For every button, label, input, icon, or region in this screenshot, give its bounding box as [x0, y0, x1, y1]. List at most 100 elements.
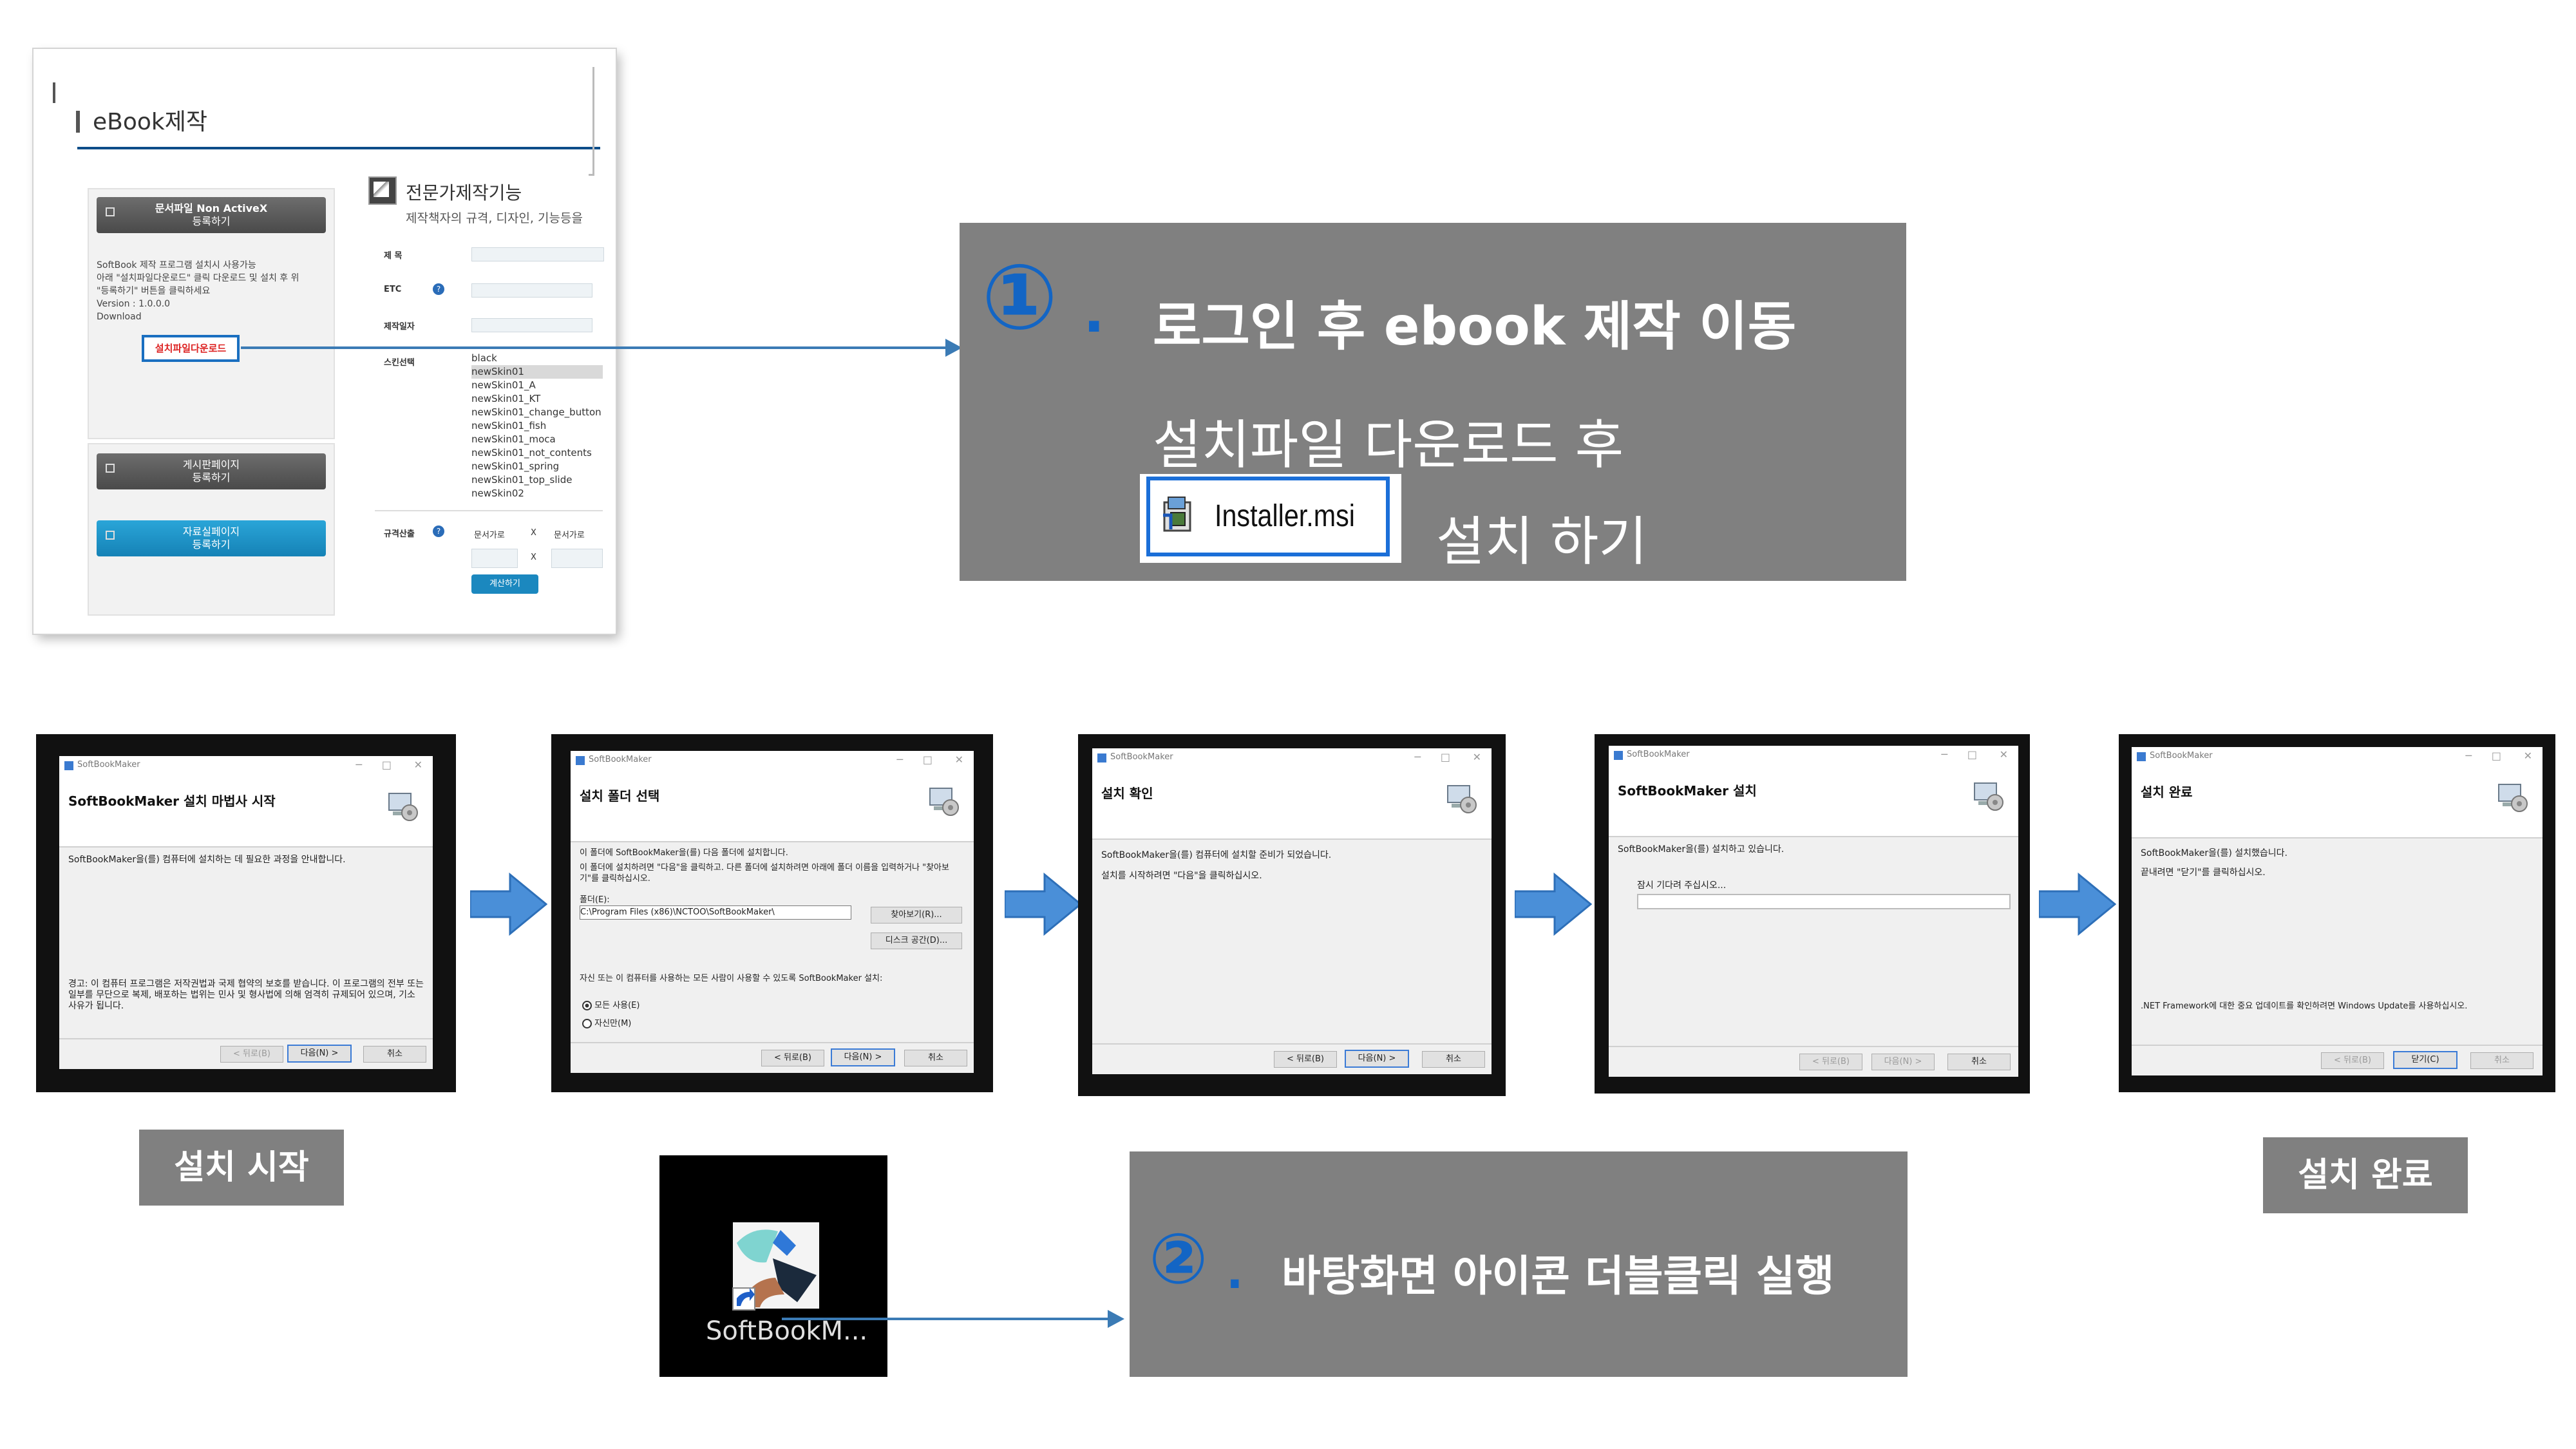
- back-button[interactable]: < 뒤로(B): [1799, 1054, 1862, 1070]
- back-button[interactable]: < 뒤로(B): [220, 1046, 283, 1063]
- app-icon: [1614, 751, 1623, 760]
- minimize-icon[interactable]: ─: [2465, 750, 2472, 762]
- body-text: 설치를 시작하려면 "다음"을 클릭하십시오.: [1101, 871, 1262, 881]
- close-icon[interactable]: ✕: [954, 753, 963, 766]
- close-icon[interactable]: ✕: [1999, 748, 2008, 761]
- skin-option[interactable]: newSkin01_top_slide: [471, 474, 573, 486]
- cancel-button[interactable]: 취소: [904, 1050, 967, 1066]
- times-sign: X: [531, 553, 536, 562]
- window-titlebar: SoftBookMaker ─ □ ✕: [2132, 747, 2543, 766]
- skin-option[interactable]: newSkin01_not_contents: [471, 447, 592, 459]
- calculate-button[interactable]: 계산하기: [471, 574, 538, 594]
- skin-option[interactable]: newSkin01_spring: [471, 460, 560, 472]
- instruction-line: "등록하기" 버튼을 클릭하세요: [97, 286, 211, 296]
- radio-just-me[interactable]: 자신만(M): [582, 1016, 631, 1028]
- dialog-body: SoftBookMaker을(를) 컴퓨터에 설치할 준비가 되었습니다. 설치…: [1101, 845, 1482, 886]
- skin-option[interactable]: newSkin02: [471, 488, 524, 499]
- instruction-line: 아래 "설치파일다운로드" 클릭 다운로드 및 설치 후 위: [97, 273, 299, 283]
- dialog-footer: < 뒤로(B) 닫기(C) 취소: [2132, 1045, 2543, 1075]
- close-icon[interactable]: ✕: [413, 759, 422, 771]
- close-button[interactable]: 닫기(C): [2393, 1051, 2458, 1069]
- next-button[interactable]: 다음(N) >: [1871, 1054, 1935, 1070]
- upload-non-activex-button[interactable]: 문서파일 Non ActiveX 등록하기: [97, 197, 326, 233]
- app-icon: [576, 756, 585, 765]
- body-text: 이 폴더에 설치하려면 "다음"을 클릭하고. 다른 폴더에 설치하려면 아래에…: [580, 863, 949, 884]
- maximize-icon[interactable]: □: [381, 759, 392, 771]
- data-room-register-button[interactable]: 자료실페이지 등록하기: [97, 520, 326, 556]
- dialog-heading: 설치 완료: [2141, 784, 2193, 800]
- close-icon[interactable]: ✕: [1472, 751, 1481, 763]
- window-title: SoftBookMaker: [1627, 750, 1690, 759]
- window-title: SoftBookMaker: [77, 760, 140, 770]
- info-icon[interactable]: ?: [433, 526, 444, 537]
- etc-input[interactable]: [471, 283, 592, 298]
- dialog-heading: 설치 확인: [1101, 786, 1153, 801]
- skin-option[interactable]: black: [471, 352, 497, 364]
- next-button[interactable]: 다음(N) >: [831, 1048, 895, 1066]
- bulletin-register-button[interactable]: 게시판페이지 등록하기: [97, 453, 326, 489]
- skin-option[interactable]: newSkin01_KT: [471, 393, 541, 404]
- softbookmaker-desktop-icon[interactable]: [728, 1217, 824, 1314]
- maximize-icon[interactable]: □: [1967, 748, 1977, 761]
- body-text: SoftBookMaker을(를) 설치하고 있습니다.: [1618, 844, 1785, 855]
- skin-option[interactable]: newSkin01_A: [471, 379, 536, 391]
- upload-button-line2: 등록하기: [192, 215, 231, 227]
- maximize-icon[interactable]: □: [1440, 751, 1450, 763]
- skin-option[interactable]: newSkin01_change_button: [471, 406, 601, 418]
- dialog-header: 설치 완료: [2132, 766, 2543, 838]
- dialog-body: 이 폴더에 SoftBookMaker을(를) 다음 폴더에 설치합니다. 이 …: [580, 848, 965, 905]
- minimize-icon[interactable]: ─: [355, 759, 362, 771]
- softbookmaker-app-icon: [732, 1222, 819, 1311]
- maximize-icon[interactable]: □: [2491, 750, 2501, 762]
- installer-screenshot-2: SoftBookMaker ─ □ ✕ 설치 폴더 선택 이 폴더에 SoftB…: [551, 734, 993, 1092]
- radio-empty-icon: [582, 1019, 592, 1028]
- minimize-icon[interactable]: ─: [1414, 751, 1421, 763]
- cancel-button[interactable]: 취소: [363, 1046, 426, 1063]
- skin-label: 스킨선택: [384, 358, 415, 368]
- doc-width-label: 문서가로: [474, 531, 505, 540]
- disk-space-button[interactable]: 디스크 공간(D)...: [871, 933, 962, 949]
- date-input[interactable]: [471, 318, 592, 332]
- folder-path-input[interactable]: C:\Program Files (x86)\NCTOO\SoftBookMak…: [580, 905, 851, 920]
- installer-download-link[interactable]: 설치파일다운로드: [142, 335, 240, 362]
- callout1-line2: 설치파일 다운로드 후: [1153, 415, 1624, 476]
- cancel-button[interactable]: 취소: [1422, 1051, 1485, 1068]
- info-icon[interactable]: ?: [433, 283, 444, 295]
- dialog-heading: 설치 폴더 선택: [580, 788, 660, 804]
- minimize-icon[interactable]: ─: [1941, 748, 1947, 761]
- callout2-text: 바탕화면 아이콘 더블클릭 실행: [1282, 1251, 1835, 1301]
- ebook-web-panel: eBook제작 문서파일 Non ActiveX 등록하기 SoftBook 제…: [33, 49, 616, 634]
- maximize-icon[interactable]: □: [922, 753, 933, 766]
- next-button[interactable]: 다음(N) >: [287, 1045, 352, 1063]
- back-button[interactable]: < 뒤로(B): [761, 1050, 824, 1066]
- back-button[interactable]: < 뒤로(B): [2321, 1052, 2384, 1069]
- minimize-icon[interactable]: ─: [896, 753, 903, 766]
- installer-msi-file[interactable]: Installer.msi: [1146, 477, 1390, 556]
- skin-option[interactable]: newSkin01_fish: [471, 420, 547, 431]
- skin-select-list[interactable]: black newSkin01 newSkin01_A newSkin01_KT…: [471, 352, 603, 501]
- cancel-button[interactable]: 취소: [2470, 1052, 2533, 1069]
- next-button[interactable]: 다음(N) >: [1345, 1050, 1409, 1068]
- title-input[interactable]: [471, 247, 604, 261]
- folder-icon: [106, 531, 115, 540]
- browse-button[interactable]: 찾아보기(R)...: [871, 907, 962, 923]
- body-text: SoftBookMaker을(를) 컴퓨터에 설치할 준비가 되었습니다.: [1101, 850, 1332, 860]
- page-register-box: 게시판페이지 등록하기 자료실페이지 등록하기: [88, 443, 335, 616]
- close-icon[interactable]: ✕: [2523, 750, 2532, 762]
- skin-option-selected[interactable]: newSkin01: [471, 365, 603, 379]
- radio-label: 자신만(M): [594, 1019, 632, 1028]
- instruction-line: SoftBook 제작 프로그램 설치시 사용가능: [97, 260, 256, 270]
- height-input[interactable]: [551, 549, 603, 568]
- size-calc-label: 규격산출: [384, 529, 415, 539]
- cancel-button[interactable]: 취소: [1947, 1054, 2011, 1070]
- radio-all-users[interactable]: 모든 사용(E): [582, 998, 639, 1010]
- back-button[interactable]: < 뒤로(B): [1274, 1051, 1337, 1068]
- dialog-footer: < 뒤로(B) 다음(N) > 취소: [1092, 1043, 1492, 1074]
- panel-edge-tab: [53, 82, 55, 103]
- installer-screenshot-5: SoftBookMaker ─ □ ✕ 설치 완료 SoftBookMaker을…: [2119, 734, 2555, 1092]
- dialog-footer: < 뒤로(B) 다음(N) > 취소: [59, 1038, 433, 1069]
- copyright-warning: 경고: 이 컴퓨터 프로그램은 저작권법과 국제 협약의 보호를 받습니다. 이…: [68, 979, 424, 1011]
- dialog-footer: < 뒤로(B) 다음(N) > 취소: [1609, 1046, 2018, 1077]
- width-input[interactable]: [471, 549, 518, 568]
- skin-option[interactable]: newSkin01_moca: [471, 433, 556, 445]
